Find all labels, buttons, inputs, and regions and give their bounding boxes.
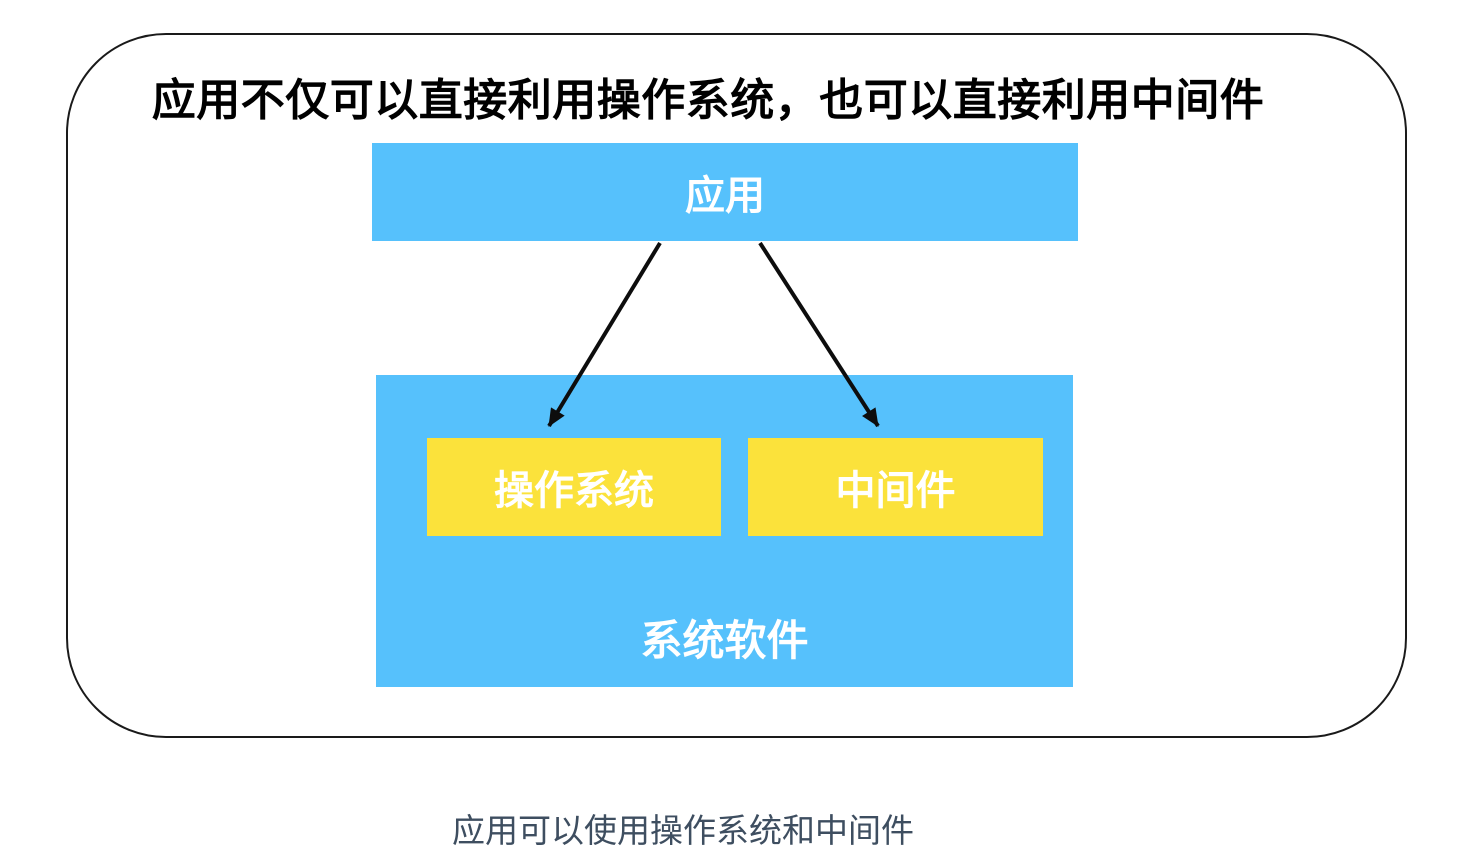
rounded-frame <box>66 33 1407 738</box>
node-middleware-label: 中间件 <box>835 469 956 513</box>
node-application: 应用 <box>372 143 1078 241</box>
node-system-software-label: 系统软件 <box>640 617 809 664</box>
node-operating-system: 操作系统 <box>427 438 721 536</box>
diagram-title: 应用不仅可以直接利用操作系统，也可以直接利用中间件 <box>151 76 1265 125</box>
diagram-caption: 应用可以使用操作系统和中间件 <box>452 812 914 849</box>
node-application-label: 应用 <box>685 174 765 218</box>
node-operating-system-label: 操作系统 <box>494 469 654 513</box>
node-system-software: 操作系统 中间件 系统软件 <box>376 375 1073 687</box>
node-middleware: 中间件 <box>748 438 1043 536</box>
